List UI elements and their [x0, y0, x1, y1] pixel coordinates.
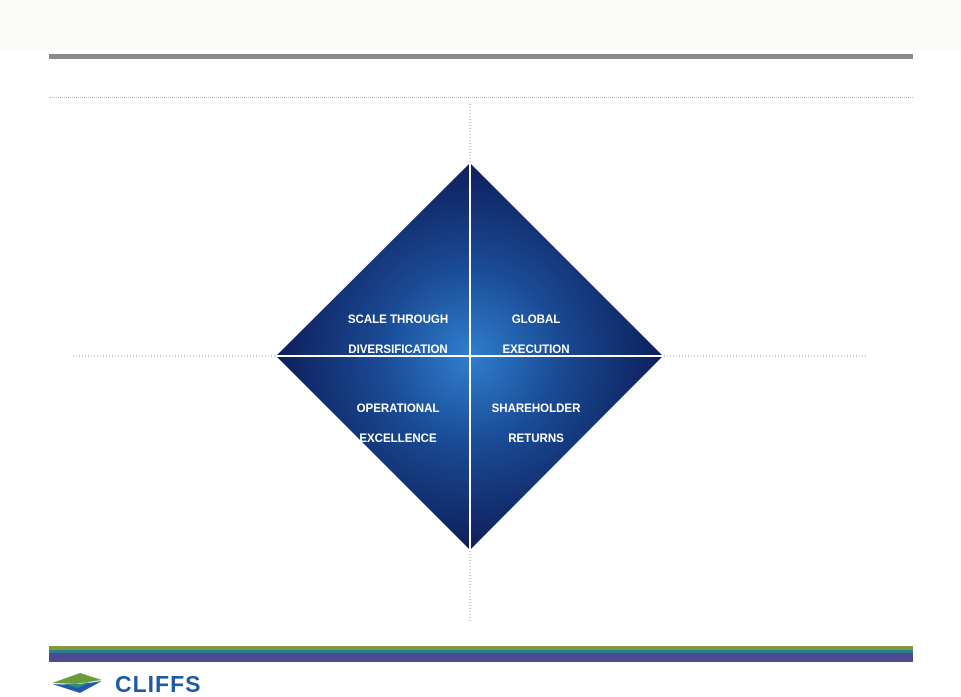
footer-stripe-green	[49, 646, 913, 650]
header-band	[0, 0, 961, 50]
quadrant-label-line1: GLOBAL	[511, 314, 561, 326]
quadrant-label-line1: SHAREHOLDER	[491, 403, 581, 415]
quadrant-label-line1: OPERATIONAL	[356, 403, 440, 415]
title-bar	[49, 54, 913, 59]
footer-stripe-teal	[49, 650, 913, 653]
cliffs-logo: CLIFFS	[50, 671, 240, 697]
quadrant-shareholder-returns: SHAREHOLDER RETURNS	[456, 387, 616, 462]
cliffs-logo-text: CLIFFS	[115, 671, 202, 697]
quadrant-label-line1: SCALE THROUGH	[347, 314, 449, 326]
cliffs-logo-mark-icon	[52, 673, 102, 693]
subtitle-divider	[49, 97, 913, 98]
quadrant-scale-through-diversification: SCALE THROUGH DIVERSIFICATION	[318, 298, 478, 373]
quadrant-label-line2: DIVERSIFICATION	[348, 344, 448, 356]
quadrant-label-line2: EXECUTION	[502, 344, 570, 356]
quadrant-global-execution: GLOBAL EXECUTION	[456, 298, 616, 373]
footer-stripe-purple	[49, 653, 913, 662]
quadrant-operational-excellence: OPERATIONAL EXCELLENCE	[318, 387, 478, 462]
quadrant-label-line2: EXCELLENCE	[359, 433, 437, 445]
quadrant-label-line2: RETURNS	[508, 433, 564, 445]
